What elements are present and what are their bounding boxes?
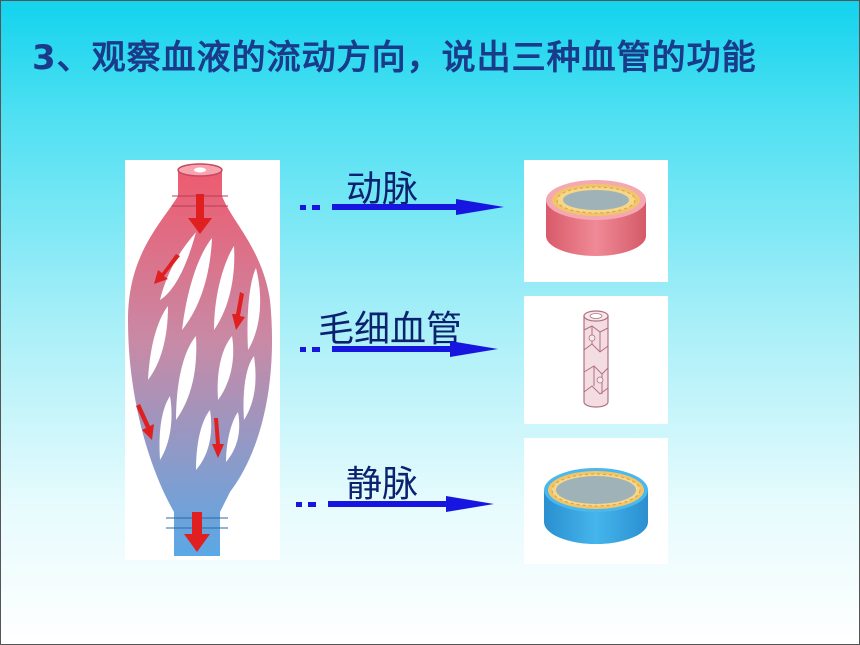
- flow-arrows: [136, 194, 245, 552]
- capillary-lumen: [589, 313, 603, 319]
- vein-lumen-section: [556, 476, 636, 504]
- vessel-network-gaps: [148, 232, 261, 470]
- capillary-drawing: [583, 310, 609, 408]
- arrow-artery-shaft: [332, 204, 464, 210]
- capillary-nucleus-1: [588, 334, 596, 342]
- flow-arrow-lower-middle: [212, 418, 224, 458]
- arrow-artery-dash-1: [300, 205, 306, 210]
- capillary-nucleus-2: [596, 376, 604, 384]
- arrow-capillary-head: [450, 341, 498, 357]
- artery-lumen-section: [563, 190, 629, 210]
- artery-cross-section: [546, 180, 646, 256]
- arrow-vein: [296, 496, 494, 512]
- arrow-artery: [300, 199, 504, 215]
- arrow-capillary-dash-2: [312, 347, 320, 352]
- artery-label: 动脉: [346, 169, 419, 210]
- arrow-capillary: [300, 341, 498, 357]
- arrow-artery-dash-2: [312, 205, 320, 210]
- arrow-artery-head: [456, 199, 504, 215]
- arrow-vein-head: [446, 496, 494, 512]
- vessel-network: [128, 163, 273, 556]
- flow-arrow-upper-left: [154, 254, 180, 284]
- arrow-vein-dash-2: [308, 502, 316, 507]
- arrow-capillary-dash-1: [300, 347, 306, 352]
- vein-cross-section: [544, 468, 648, 544]
- slide-title: 3、观察血液的流动方向，说出三种血管的功能: [32, 38, 757, 78]
- vessel-network-body: [128, 168, 273, 556]
- flow-arrow-bottom: [184, 512, 210, 552]
- vein-label: 静脉: [346, 464, 419, 505]
- flow-arrow-upper-right: [232, 292, 245, 330]
- flow-arrow-top: [188, 194, 212, 234]
- arrow-capillary-shaft: [332, 346, 458, 352]
- arrow-vein-shaft: [328, 501, 452, 507]
- artery-lumen: [194, 167, 206, 173]
- flow-arrow-lower-left: [136, 404, 154, 440]
- capillary-label: 毛细血管: [318, 309, 463, 350]
- arrow-vein-dash-1: [296, 502, 302, 507]
